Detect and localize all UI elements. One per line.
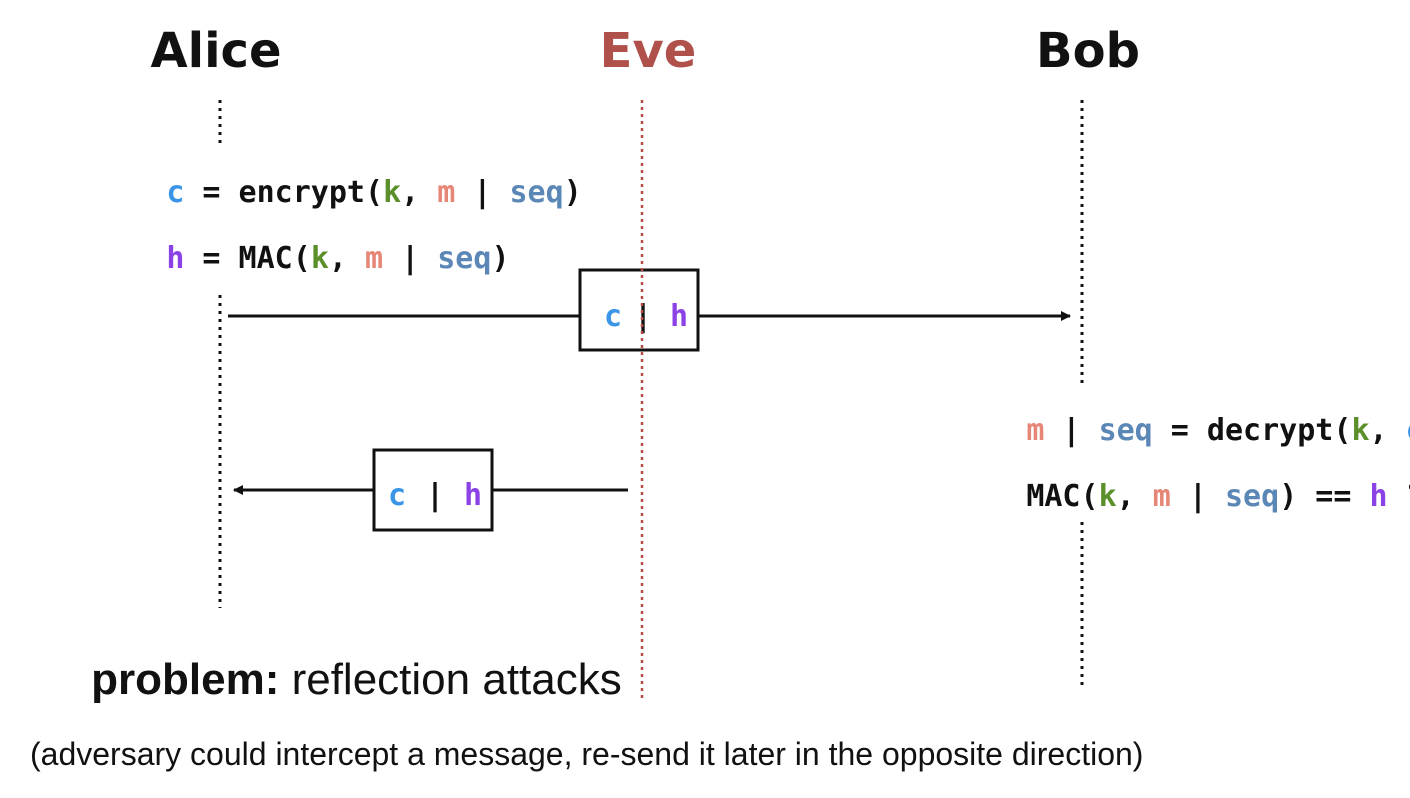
msg-bar: | xyxy=(634,299,652,334)
var-m: m xyxy=(1153,479,1171,514)
bob-mac-check: MAC(k, m | seq) == h ? xyxy=(936,479,1410,514)
var-seq: seq xyxy=(437,241,491,276)
msg-h: h xyxy=(464,478,482,513)
eve-label: Eve xyxy=(600,23,697,79)
var-k: k xyxy=(1351,413,1369,448)
var-k: k xyxy=(1099,479,1117,514)
msg-bar: | xyxy=(426,478,444,513)
var-h: h xyxy=(1370,479,1388,514)
var-m: m xyxy=(365,241,383,276)
alice-encrypt-equation: c = encrypt(k, m | seq) xyxy=(76,175,636,210)
problem-statement: problem: reflection attacks xyxy=(30,655,658,704)
alice-label: Alice xyxy=(150,23,281,79)
var-seq: seq xyxy=(1225,479,1279,514)
problem-text: reflection attacks xyxy=(279,655,621,704)
explanation-text: (adversary could intercept a message, re… xyxy=(30,736,1143,772)
var-h: h xyxy=(166,241,184,276)
problem-label: problem: xyxy=(91,655,279,704)
var-seq: seq xyxy=(510,175,564,210)
var-k: k xyxy=(311,241,329,276)
msg-c: c xyxy=(388,478,406,513)
var-c: c xyxy=(166,175,184,210)
bob-label: Bob xyxy=(1036,23,1140,79)
var-m: m xyxy=(1026,413,1044,448)
var-k: k xyxy=(383,175,401,210)
alice-mac-equation: h = MAC(k, m | seq) xyxy=(76,241,564,276)
forward-message-box: c | h xyxy=(578,268,700,352)
bob-decrypt-equation: m | seq = decrypt(k, c) xyxy=(936,413,1410,448)
reflected-message-box: c | h xyxy=(372,448,494,532)
var-m: m xyxy=(437,175,455,210)
msg-c: c xyxy=(604,299,622,334)
var-c: c xyxy=(1406,413,1410,448)
msg-h: h xyxy=(670,299,688,334)
var-seq: seq xyxy=(1099,413,1153,448)
